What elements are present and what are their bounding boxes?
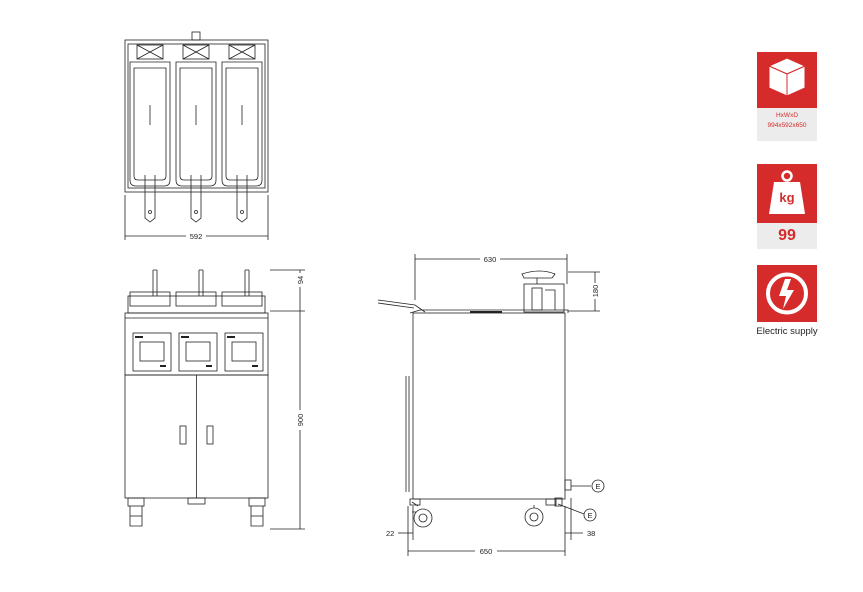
weight-icon: kg [757,164,817,223]
size-label: HxWxD [775,112,799,119]
lightning-icon [757,265,817,322]
size-value: 994x592x650 [767,122,807,129]
electric-badge: Electric supply [756,265,818,337]
weight-value: 99 [757,223,817,249]
dim-front-height: 900 [296,414,305,427]
dim-side-back-offset: 38 [587,529,595,538]
electric-supply-label: Electric supply [756,326,818,337]
box-dimensions-icon: mm [757,52,817,108]
weight-badge: kg 99 [757,164,817,249]
dim-side-top-depth: 630 [484,255,497,264]
dim-side-front-offset: 22 [386,529,394,538]
connection-mark-lower: E [587,511,592,520]
kg-unit-label: kg [779,190,795,205]
dim-top-width: 592 [190,232,203,241]
top-view [124,31,269,240]
mm-unit-label: mm [794,90,812,101]
size-badge: mm HxWxD 994x592x650 [757,52,817,141]
front-view [124,269,305,530]
dim-side-depth: 650 [480,547,493,556]
connection-mark-upper: E [595,482,600,491]
dim-front-top-height: 94 [296,276,305,284]
dim-side-top-height: 180 [591,285,600,298]
side-view [377,254,605,556]
